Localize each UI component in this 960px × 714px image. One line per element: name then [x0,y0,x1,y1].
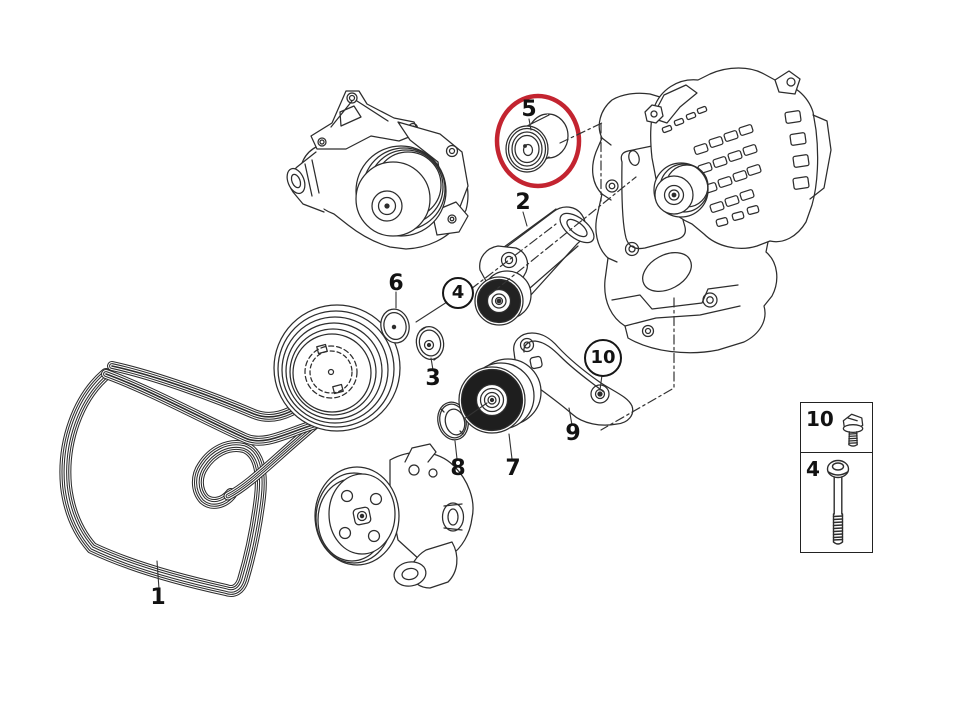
callout-10-fastening-bolt[interactable]: 10 [584,339,622,377]
legend-row-bolt-4: 4 [801,453,872,552]
projection-lines [470,121,675,431]
callout-2-belt-tensioner[interactable]: 2 [515,190,531,215]
power-steering-pulley [314,466,400,566]
power-steering-pump [314,443,474,589]
callout-7-idler-pulley[interactable]: 7 [505,456,521,481]
tensioner-pulley [474,270,532,326]
callout-9-support-bracket[interactable]: 9 [565,421,581,446]
deflection-pulley [505,113,569,173]
alternator-pulley [653,162,709,218]
legend-row-bolt-10: 10 [801,403,872,453]
callout-5-deflection-pulley[interactable]: 5 [521,97,537,122]
hex-flange-bolt-icon [842,413,864,447]
alternator-vents [661,105,810,227]
legend-label-4: 4 [806,457,820,481]
cap-3 [415,325,445,361]
ribbed-v-belt [65,366,316,591]
cap-6 [380,308,410,344]
long-socket-head-bolt-icon [826,459,850,545]
callout-3-protection-cap[interactable]: 3 [425,366,441,391]
legend-box: 10 4 [800,402,873,553]
water-pump [286,90,469,250]
leader-lines [156,118,603,590]
callout-6-protection-cap[interactable]: 6 [388,271,404,296]
highlight-circle [494,93,582,189]
callout-8-protection-cap[interactable]: 8 [450,456,466,481]
water-pump-pulley [355,145,447,237]
crankshaft-pulley [273,304,401,432]
belt-tensioner [474,206,595,326]
alternator [644,67,832,249]
legend-label-10: 10 [806,407,834,431]
bracket-hex-bolt [644,104,664,124]
support-bracket [513,332,634,426]
idler-pulley [458,358,542,434]
callout-1-ribbed-v-belt[interactable]: 1 [150,585,166,610]
callout-4-fastening-bolt[interactable]: 4 [442,277,474,309]
